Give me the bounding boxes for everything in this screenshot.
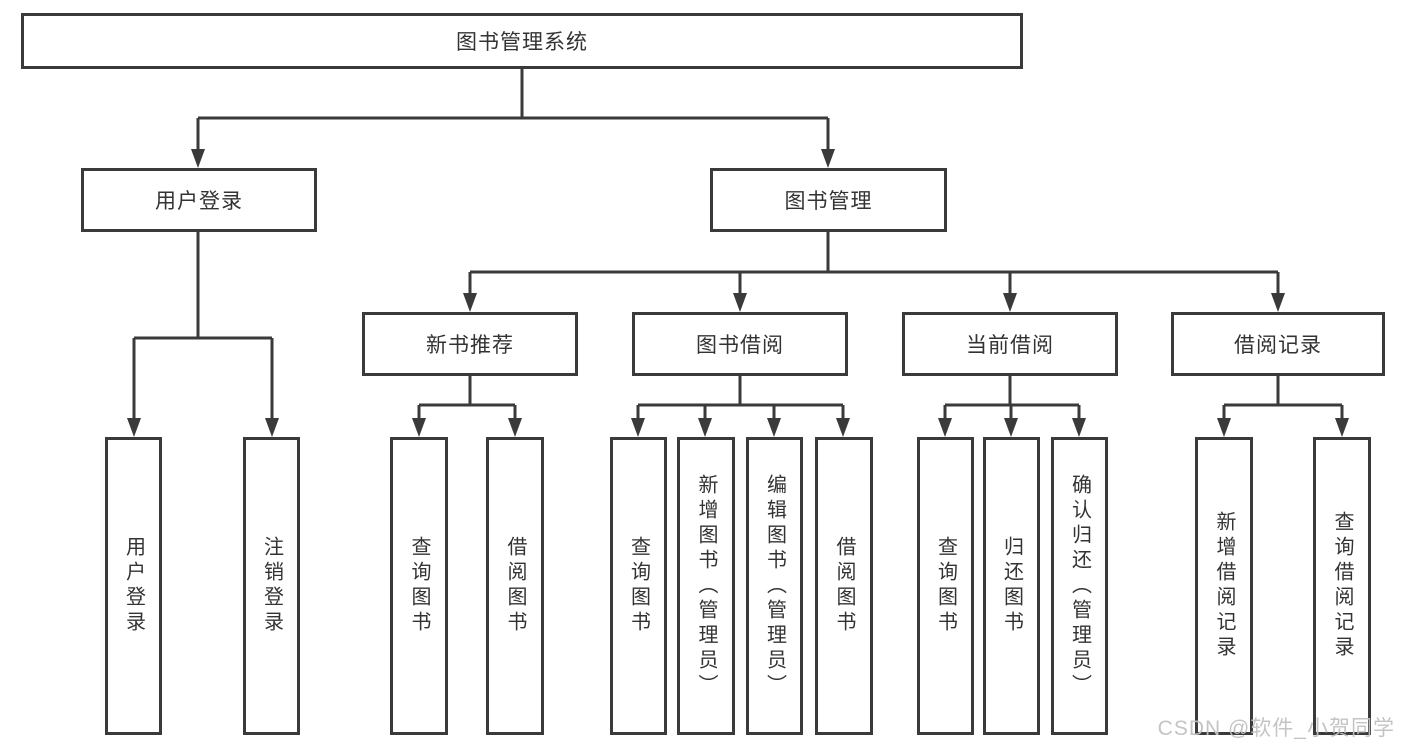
leaf-bb-query-books: 查询图书	[610, 437, 667, 735]
leaf-nbr-query-books: 查询图书	[390, 437, 448, 735]
node-current-borrow: 当前借阅	[902, 312, 1118, 376]
leaf-bb-borrow-books: 借阅图书	[815, 437, 873, 735]
leaf-bb-edit-books-admin: 编辑图书（管理员）	[746, 437, 803, 735]
watermark: CSDN @软件_小贺同学	[1157, 717, 1395, 740]
leaf-cb-confirm-return-admin: 确认归还（管理员）	[1051, 437, 1108, 735]
leaf-nbr-borrow-books: 借阅图书	[486, 437, 544, 735]
node-library-management-system: 图书管理系统	[21, 13, 1023, 69]
leaf-cb-query-books: 查询图书	[917, 437, 974, 735]
leaf-cb-return-books: 归还图书	[983, 437, 1040, 735]
leaf-bb-add-books-admin: 新增图书（管理员）	[677, 437, 735, 735]
node-new-book-recommend: 新书推荐	[362, 312, 578, 376]
leaf-br-add-record: 新增借阅记录	[1195, 437, 1253, 735]
node-book-management: 图书管理	[710, 168, 947, 232]
leaf-user-login: 用户登录	[105, 437, 162, 735]
arrowheads	[127, 149, 1349, 437]
node-user-login: 用户登录	[81, 168, 317, 232]
node-borrow-records: 借阅记录	[1171, 312, 1385, 376]
node-book-borrow: 图书借阅	[632, 312, 848, 376]
leaf-br-query-record: 查询借阅记录	[1313, 437, 1371, 735]
leaf-logout: 注销登录	[243, 437, 300, 735]
